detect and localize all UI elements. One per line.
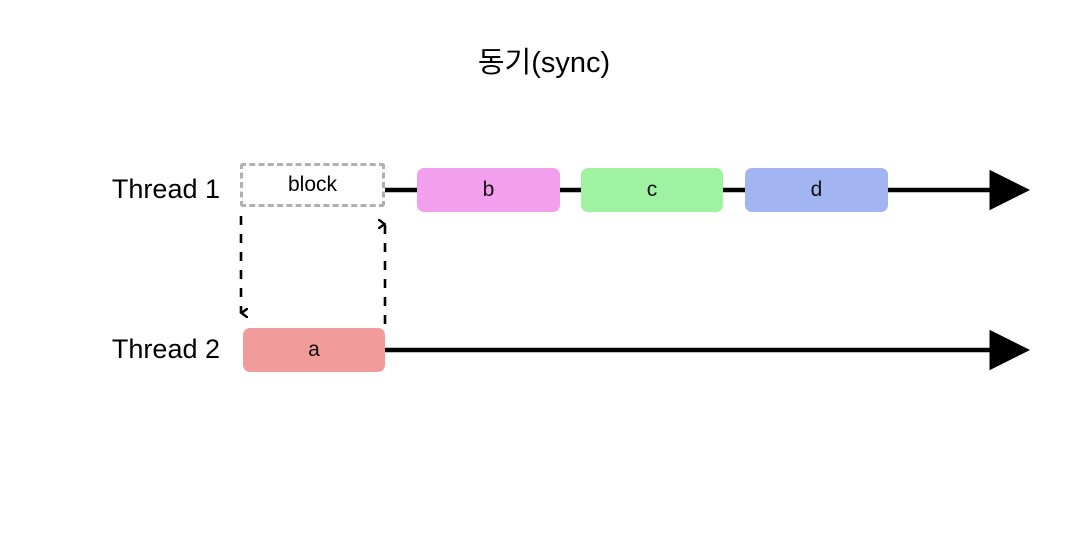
block-b-label: b bbox=[482, 178, 495, 201]
block-d[interactable]: d bbox=[745, 168, 888, 212]
lane-label-thread-2: Thread 2 bbox=[111, 334, 220, 364]
block-b[interactable]: b bbox=[417, 168, 560, 212]
diagram-title: 동기(sync) bbox=[477, 47, 611, 79]
block-a[interactable]: a bbox=[243, 328, 385, 372]
block-d-label: d bbox=[810, 178, 823, 201]
block-a-label: a bbox=[308, 338, 320, 361]
lane-label-thread-1: Thread 1 bbox=[111, 174, 220, 204]
block-c[interactable]: c bbox=[581, 168, 723, 212]
block-c-label: c bbox=[646, 178, 658, 201]
block-wait[interactable]: block bbox=[240, 163, 385, 207]
block-wait-label: block bbox=[287, 173, 338, 196]
